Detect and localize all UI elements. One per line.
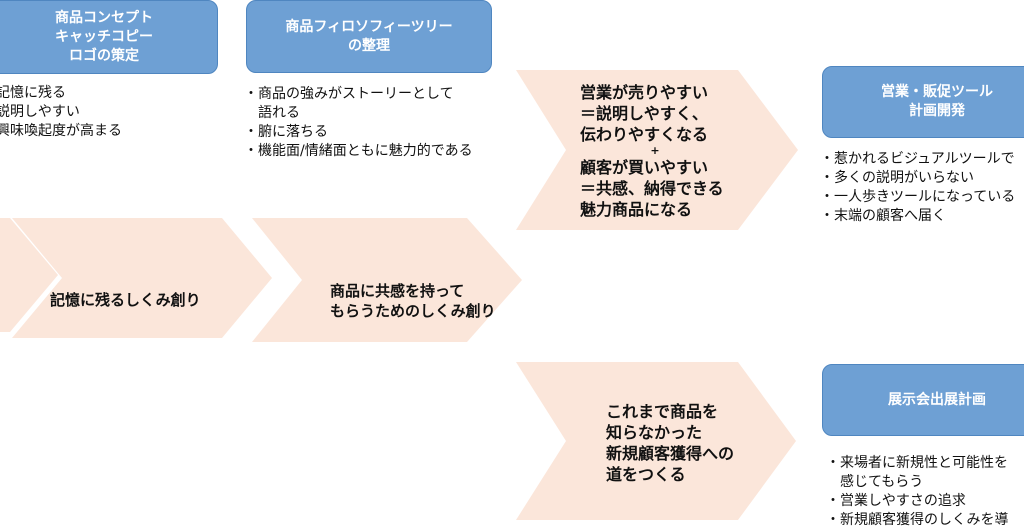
list-item: ・腑に落ちる [244,124,328,140]
empathy-arrow [252,218,522,342]
list-item: 記憶に残る [0,85,66,101]
concept-list: 記憶に残る 説明しやすい 興味喚起度が高まる [0,84,122,141]
sales-arrow-line-6: 魅力商品になる [580,200,693,219]
sales-arrow-line-5: ＝共感、納得できる [580,179,724,198]
list-item: ・営業しやすさの追求 [826,493,966,509]
list-item: ・機能面/情緒面ともに魅力的である [244,143,473,159]
sales-tools-box: 営業・販促ツール 計画開発 [822,66,1024,138]
list-item: ・新規顧客獲得のしくみを導 [826,512,1009,528]
sales-arrow-line-4: 顧客が買いやすい [580,158,709,177]
plus-sign: + [650,144,660,157]
memory-arrow-left [0,218,58,332]
list-item: ・来場者に新規性と可能性を [826,455,1008,471]
exhibition-box-line-1: 展示会出展計画 [888,391,986,408]
memory-arrow [12,218,272,338]
new-customers-line-3: 新規顧客獲得への [606,444,735,463]
empathy-arrow-line-1: 商品に共感を持って [330,282,465,300]
sales-arrow-line-1: 営業が売りやすい [580,83,709,102]
memory-arrow-label: 記憶に残るしくみ創り [50,290,201,310]
sales-arrow-label: 営業が売りやすい ＝説明しやすく、 伝わりやすくなる + 顧客が買いやすい ＝共… [580,82,730,220]
new-customers-line-1: これまで商品を [606,402,719,421]
list-item: 語れる [244,105,300,121]
empathy-arrow-line-2: もらうためのしくみ創り [330,302,496,320]
philosophy-box: 商品フィロソフィーツリー の整理 [246,0,492,73]
new-customers-line-4: 道をつくる [606,465,686,484]
sales-tools-list: ・惹かれるビジュアルツールで ・多くの説明がいらない ・一人歩きツールになってい… [820,150,1015,226]
empathy-arrow-label: 商品に共感を持って もらうためのしくみ創り [330,281,496,321]
sales-arrow [516,70,798,230]
exhibition-list: ・来場者に新規性と可能性を 感じてもらう ・営業しやすさの追求 ・新規顧客獲得の… [826,454,1009,530]
list-item: ・多くの説明がいらない [820,170,974,186]
sales-tools-box-line-1: 営業・販促ツール [881,84,993,100]
list-item: ・末端の顧客へ届く [820,208,946,224]
new-customers-arrow-label: これまで商品を 知らなかった 新規顧客獲得への 道をつくる [606,401,734,485]
philosophy-box-line-1: 商品フィロソフィーツリー [285,18,453,35]
philosophy-box-line-2: の整理 [348,37,390,54]
new-customers-line-2: 知らなかった [606,423,703,442]
sales-arrow-line-3: 伝わりやすくなる [580,125,709,144]
exhibition-box: 展示会出展計画 [822,364,1024,436]
sales-tools-box-line-2: 計画開発 [909,103,965,119]
list-item: 説明しやすい [0,104,80,120]
concept-box-line-3: ロゴの策定 [69,47,139,64]
sales-arrow-line-2: ＝説明しやすく、 [580,104,708,123]
list-item: ・惹かれるビジュアルツールで [820,151,1015,167]
list-item: ・商品の強みがストーリーとして [244,86,454,102]
list-item: 興味喚起度が高まる [0,123,122,139]
concept-box: 商品コンセプト キャッチコピー ロゴの策定 [0,0,218,74]
memory-arrow-text: 記憶に残るしくみ創り [50,291,201,309]
list-item: ・一人歩きツールになっている [820,189,1016,205]
new-customers-arrow [516,362,796,520]
concept-box-line-1: 商品コンセプト [55,9,153,26]
list-item: 感じてもらう [826,474,924,490]
philosophy-list: ・商品の強みがストーリーとして 語れる ・腑に落ちる ・機能面/情緒面ともに魅力… [244,85,473,161]
concept-box-line-2: キャッチコピー [55,28,153,45]
